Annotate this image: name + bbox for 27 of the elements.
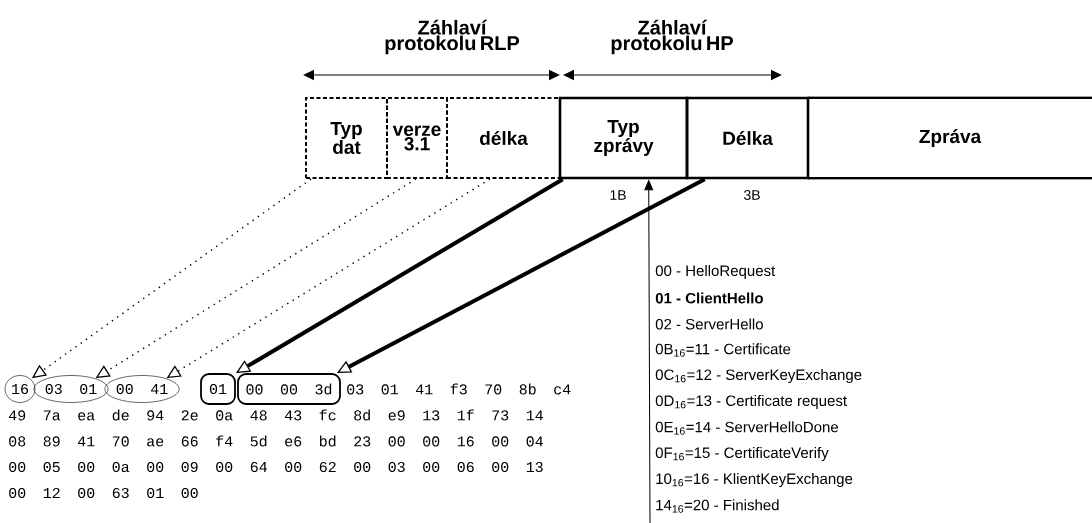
header-title: Záhlaví protokolu HP — [611, 19, 733, 55]
list-item: 01 - ClientHello — [655, 292, 763, 304]
list-item: 0B$_{16}$=11 - Certificate — [655, 343, 791, 357]
field-box: Typ dat — [305, 97, 388, 179]
field-box: Zpráva — [806, 96, 1092, 180]
arrow — [644, 180, 654, 523]
field-box: Délka — [685, 96, 810, 180]
list-item: 00 - HelloRequest — [655, 265, 776, 279]
hex-highlight: 01 — [200, 373, 236, 405]
header-title: Záhlaví protokolu RLP — [385, 19, 520, 55]
list-item: 02 - ServerHello — [655, 318, 763, 330]
field-box: verze 3.1 — [386, 97, 448, 179]
list-item: 0E$_{16}$=14 - ServerHelloDone — [655, 421, 838, 435]
list-item: 0C$_{16}$=12 - ServerKeyExchange — [655, 369, 862, 383]
size-label: 1B — [610, 190, 626, 200]
list-item: 0F$_{16}$=15 - CertificateVerify — [655, 447, 829, 461]
hex-row: 49 7a ea de 94 2e 0a 48 43 fc 8d e9 13 1f 73 14 — [8, 409, 543, 421]
hex-row: 00 05 00 0a 00 09 00 64 00 62 00 03 00 06 00 13 — [9, 461, 543, 473]
size-label: 3B — [744, 190, 760, 200]
hex-highlight: 00 00 3d — [237, 373, 341, 405]
list-item: 14$_{16}$=20 - Finished — [656, 499, 779, 513]
hex-row: 08 89 41 70 ae 66 f4 5d e6 bd 23 00 00 16 00 04 — [9, 435, 543, 447]
field-box: délka — [446, 97, 561, 179]
list-item: 0D$_{16}$=13 - Certificate request — [655, 395, 847, 409]
list-item: 10$_{16}$=16 - KlientKeyExchange — [656, 473, 853, 487]
field-box: Typ zprávy — [558, 96, 689, 180]
hex-row: 00 12 00 63 01 00 — [9, 487, 198, 499]
